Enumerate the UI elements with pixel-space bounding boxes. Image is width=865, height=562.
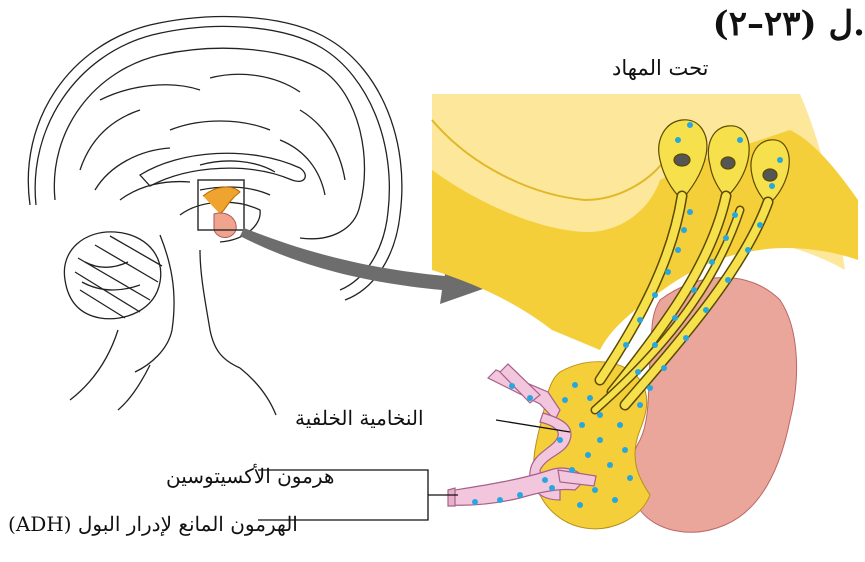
- brainstem: [135, 235, 174, 372]
- magnified-view: [432, 94, 858, 532]
- anterior-pituitary: [630, 278, 797, 533]
- cerebellum: [64, 232, 162, 319]
- posterior-pituitary-label: النخامية الخلفية: [295, 406, 424, 430]
- oxytocin-label: هرمون الأكسيتوسين: [166, 464, 334, 488]
- brain-outline: [54, 48, 364, 238]
- figure-caption-reference: ل (٢٣–٢).: [713, 4, 865, 44]
- hypothalamus-label: تحت المهاد: [612, 56, 709, 80]
- corpus-callosum: [140, 153, 305, 186]
- adh-label: الهرمون المانع لإدرار البول (ADH): [8, 512, 298, 536]
